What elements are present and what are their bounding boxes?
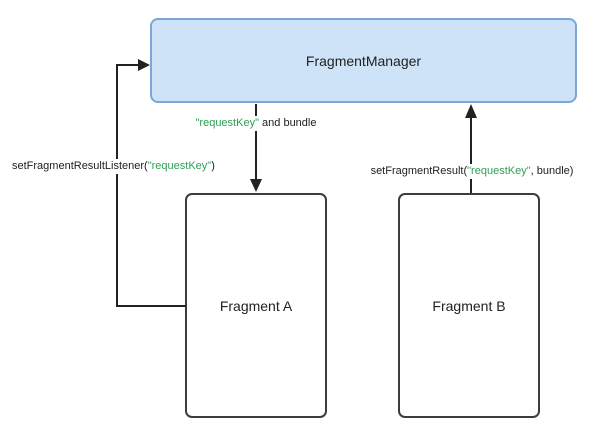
bundle-suffix: and bundle bbox=[258, 117, 317, 129]
request-key-literal: "requestKey" bbox=[147, 160, 212, 172]
edge-label-set-fragment-result-listener: setFragmentResultListener("requestKey") bbox=[9, 159, 218, 174]
edge-label-set-fragment-result: setFragmentResult("requestKey", bundle) bbox=[367, 164, 577, 179]
result-call-suffix: , bundle) bbox=[530, 165, 574, 177]
node-fragment-b: Fragment B bbox=[398, 193, 540, 418]
edge-label-requestkey-bundle: "requestKey" and bundle bbox=[192, 116, 320, 131]
fragment-a-label: Fragment A bbox=[219, 297, 293, 314]
request-key-literal: "requestKey" bbox=[195, 117, 259, 129]
result-delivery-arrowhead-icon bbox=[250, 179, 262, 192]
set-result-arrowhead-icon bbox=[465, 104, 477, 118]
fragment-manager-label: FragmentManager bbox=[305, 52, 422, 69]
request-key-literal: "requestKey" bbox=[467, 165, 531, 177]
listener-call-suffix: ) bbox=[211, 160, 215, 172]
fragment-b-label: Fragment B bbox=[432, 297, 506, 314]
listener-call-prefix: setFragmentResultListener( bbox=[12, 160, 148, 172]
node-fragment-manager: FragmentManager bbox=[150, 18, 577, 103]
listener-connector-line bbox=[116, 64, 186, 307]
listener-arrowhead-icon bbox=[138, 59, 150, 71]
result-call-prefix: setFragmentResult( bbox=[370, 165, 468, 177]
